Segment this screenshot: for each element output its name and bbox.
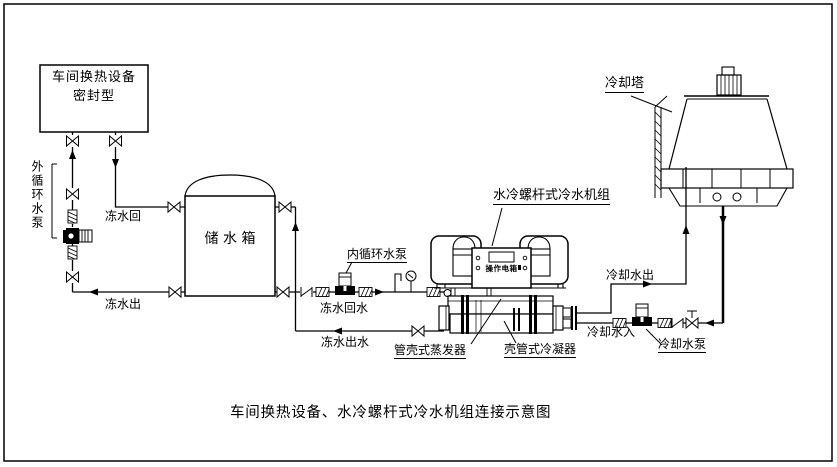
storage-tank-label: 储 水 箱 (204, 231, 256, 247)
flow-arrow (292, 222, 299, 231)
valve-icon (66, 135, 79, 147)
evaporator-vessel (447, 295, 554, 315)
chiller-unit-label: 水冷螺杆式冷水机组 (493, 188, 611, 205)
flow-arrow (705, 319, 714, 327)
valve-icon (411, 325, 425, 337)
control-box-label: 操作电箱 (485, 264, 518, 273)
equipment-box-label: 车间换热设备 密封型 (40, 68, 148, 106)
flex-joint-icon (358, 287, 373, 297)
valve-icon (66, 271, 79, 283)
cooling-water-in-label: 冷却水入 (587, 325, 636, 339)
storage-tank (184, 174, 300, 297)
internal-pump-symbol (335, 272, 355, 295)
valve-icon (66, 188, 79, 200)
flow-arrow (112, 159, 119, 168)
valve-icon (109, 135, 122, 147)
cooling-pump-symbol (632, 303, 652, 326)
chilled-out-short-label: 冻水出 (105, 297, 142, 311)
stop-valve-icon (687, 310, 697, 318)
valve-icon (278, 201, 292, 213)
condenser-nozzles (562, 306, 577, 330)
internal-pump-label: 内循环水泵 (347, 247, 408, 263)
flex-joint-icon (315, 287, 330, 297)
flex-joint-icon (67, 209, 78, 224)
cooling-tower-drawing (654, 66, 794, 207)
external-pump-symbol (63, 228, 93, 244)
flex-joint-icon (426, 287, 441, 297)
evaporator-label: 管壳式蒸发器 (394, 343, 467, 359)
flow-arrow (89, 288, 98, 296)
equipment-box-line2: 密封型 (72, 89, 115, 104)
leader-lines (345, 95, 673, 346)
flow-arrow (69, 150, 76, 159)
thermometer-icon (394, 273, 402, 292)
condenser-vessel (438, 300, 564, 334)
heat-exchanger-box (39, 64, 149, 133)
cooling-tower-label: 冷却塔 (605, 76, 645, 93)
border-frame (3, 3, 833, 462)
cooling-pump-label: 冷却水泵 (658, 337, 707, 353)
check-valve-icon (300, 286, 313, 298)
equipment-box-line1: 车间换热设备 (51, 70, 136, 85)
cooling-water-out-label: 冷却水出 (606, 268, 655, 282)
vessel-saddles (461, 295, 537, 334)
valve-icon (685, 317, 699, 329)
flow-arrow (719, 216, 727, 225)
internal-loop-piping (294, 207, 444, 332)
valve-icon (167, 201, 181, 213)
flow-arrow (333, 327, 342, 335)
valve-icon (168, 286, 182, 298)
flex-joint-icon (67, 245, 78, 260)
chilled-out-label: 冻水出水 (321, 335, 370, 349)
flex-joint-icon (657, 318, 672, 328)
pressure-gauge-icon (405, 270, 417, 292)
check-valve-icon (671, 317, 684, 329)
condenser-label: 壳管式冷凝器 (504, 342, 577, 358)
diagram-title: 车间换热设备、水冷螺杆式冷水机组连接示意图 (230, 405, 552, 421)
flow-arrow (375, 288, 384, 296)
chilled-return-short-label: 冻水回 (105, 209, 142, 223)
chilled-return-label: 冻水回水 (320, 301, 369, 315)
valve-icon (276, 286, 290, 298)
external-pump-label: 外循环水泵 (30, 160, 44, 230)
flow-arrow (682, 225, 690, 234)
tower-ladder (654, 95, 668, 198)
control-box (471, 247, 532, 289)
